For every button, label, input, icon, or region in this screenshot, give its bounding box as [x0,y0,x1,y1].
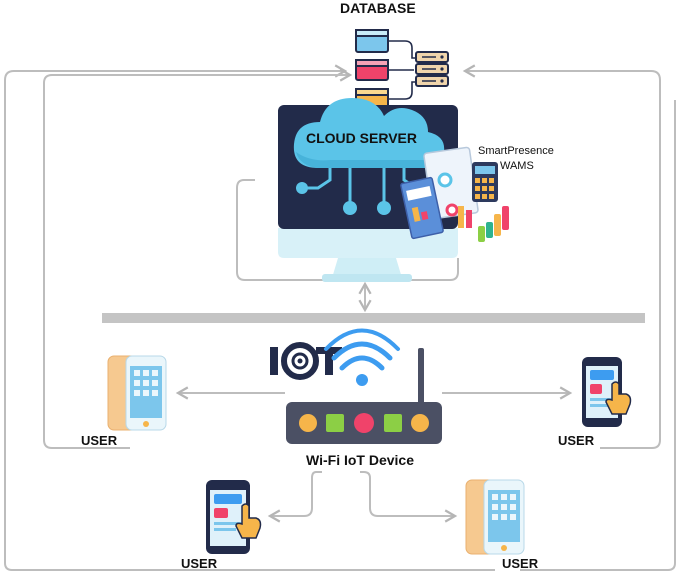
wifi-device-label: Wi-Fi IoT Device [306,452,415,468]
wifi-router-icon [286,348,442,444]
connector-lines [4,64,676,571]
cloud-server-label: CLOUD SERVER [306,130,417,146]
monitor-bracket-left [236,179,360,281]
iot-logo-icon [270,342,342,380]
smartphone-tap-icon-bottom-left [206,480,262,554]
db-links [388,40,416,100]
database-label: DATABASE [340,0,416,16]
db-record-pink [355,59,389,81]
user-right-label: USER [558,433,595,448]
router-to-bottom-right-user [360,471,458,523]
analytics-dashboard-icon [400,146,509,242]
user-bottom-left-label: USER [181,556,218,571]
smartphone-icon-left [107,355,167,431]
app-name-line2: WAMS [500,160,534,172]
database-group [355,29,449,110]
wifi-signal-icon [324,328,400,386]
loop-outer-left [4,64,495,571]
loop-outer-right [520,100,676,571]
user-left-label: USER [81,433,118,448]
router-to-bottom-left-user [267,471,322,523]
circuit-nodes [296,182,391,215]
loop-inner-left [43,68,353,449]
loop-inner-right [462,64,661,449]
network-bus-bar [102,313,645,323]
smartphone-tap-icon-right [582,357,632,427]
user-bottom-right-label: USER [502,556,539,571]
monitor-bracket-right [370,258,459,281]
database-server-icon [415,51,449,87]
cloud-icon [293,98,445,168]
smartphone-icon-bottom-right [465,479,525,555]
app-name-line1: SmartPresence [478,145,554,157]
db-record-blue [355,29,389,53]
